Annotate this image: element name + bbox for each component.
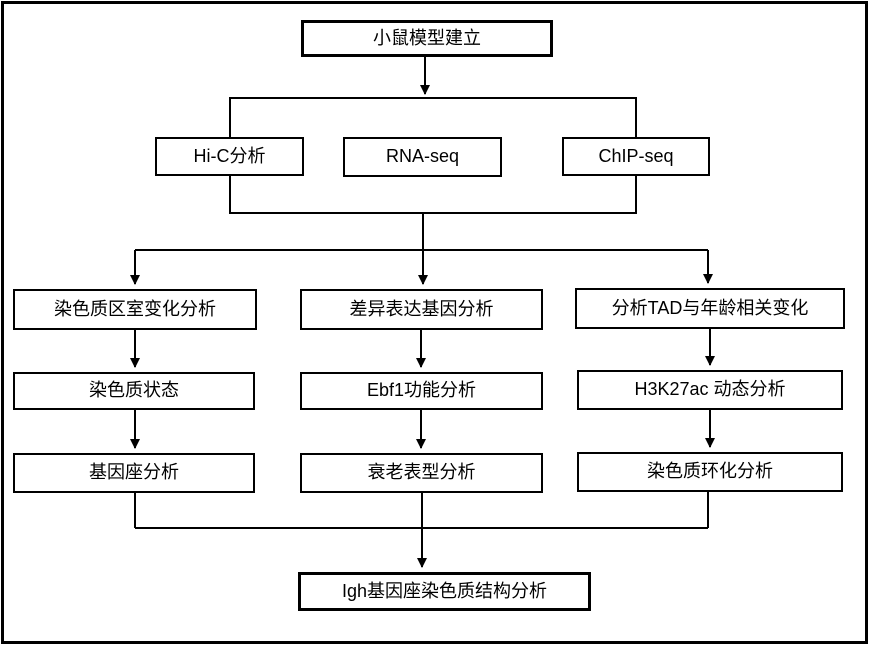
node-chip-seq: ChIP-seq	[562, 137, 710, 176]
node-chromatin-state: 染色质状态	[13, 372, 255, 410]
node-h3k27ac-dynamics: H3K27ac 动态分析	[577, 370, 843, 410]
node-tad-age-analysis: 分析TAD与年龄相关变化	[575, 288, 845, 329]
node-chromatin-looping: 染色质环化分析	[577, 452, 843, 492]
node-compartment-analysis: 染色质区室变化分析	[13, 289, 257, 330]
node-mouse-model: 小鼠模型建立	[301, 20, 553, 57]
node-hic-analysis: Hi-C分析	[155, 137, 304, 176]
node-locus-analysis: 基因座分析	[13, 453, 255, 493]
node-rna-seq: RNA-seq	[343, 137, 502, 177]
node-ebf1-function: Ebf1功能分析	[300, 372, 543, 410]
node-deg-analysis: 差异表达基因分析	[300, 289, 543, 330]
node-igh-structure: Igh基因座染色质结构分析	[298, 572, 591, 611]
node-aging-phenotype: 衰老表型分析	[300, 453, 543, 493]
